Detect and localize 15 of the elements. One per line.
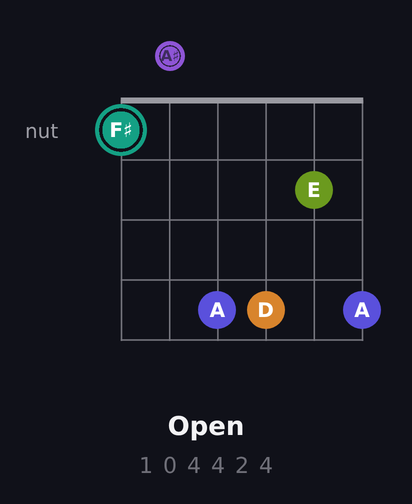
note-name: A — [210, 300, 226, 320]
chord-title: Open — [168, 414, 244, 440]
note-marker — [246, 291, 285, 329]
note-marker — [294, 171, 333, 209]
note-name: F♯ — [109, 120, 133, 140]
note-name: D — [257, 300, 274, 320]
note-marker — [155, 41, 185, 71]
note-name: A♯ — [160, 48, 180, 64]
nut-label: nut — [25, 121, 58, 141]
note-name: E — [306, 180, 321, 200]
fingering-numbers: 1 0 4 4 2 4 — [139, 456, 274, 478]
note-marker — [343, 291, 381, 329]
note-marker — [198, 291, 236, 329]
note-name: A — [354, 300, 370, 320]
note-marker — [95, 104, 147, 156]
